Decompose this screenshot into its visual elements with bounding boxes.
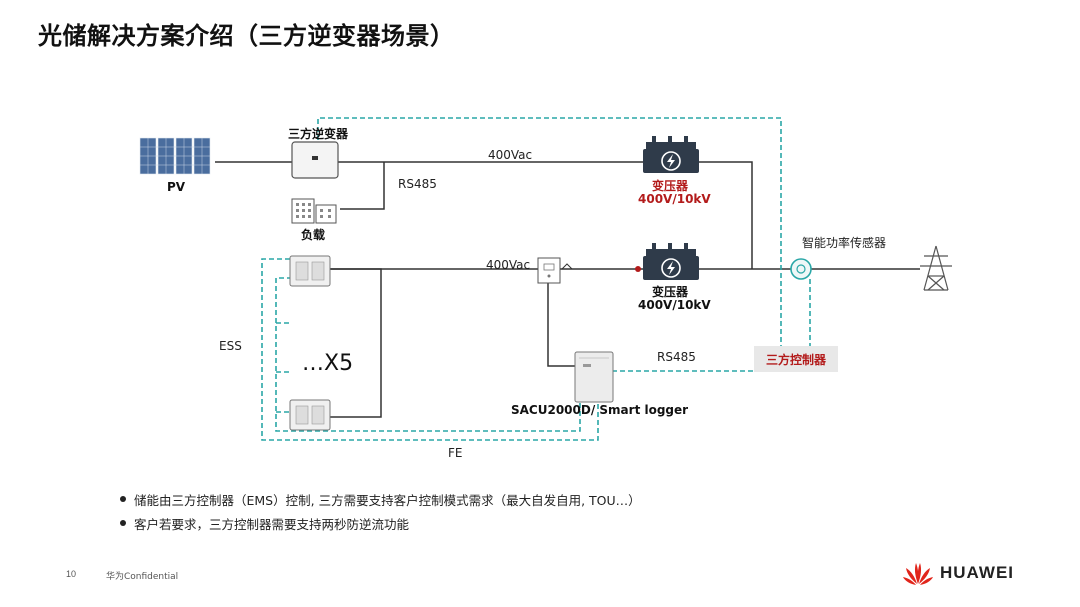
smart-logger-label: SACU2000D/ Smart logger bbox=[511, 403, 689, 417]
ess-cabinet-bottom-icon bbox=[289, 399, 331, 431]
transformer-mid-name: 变压器 bbox=[652, 285, 689, 299]
third-party-controller: 三方控制器 bbox=[754, 346, 838, 372]
inverter-label: 三方逆变器 bbox=[288, 127, 349, 141]
bullet-item: 客户若要求，三方控制器需要支持两秒防逆流功能 bbox=[120, 511, 641, 535]
load-label: 负载 bbox=[301, 228, 326, 242]
mid-voltage-label: 400Vac bbox=[486, 258, 531, 272]
load-line bbox=[340, 162, 385, 210]
inverter-to-controller-dashed bbox=[317, 117, 782, 346]
rs485-mid-label: RS485 bbox=[657, 350, 696, 364]
comm-lines bbox=[261, 117, 811, 441]
transformer-top-icon bbox=[643, 136, 699, 173]
page-number: 10 bbox=[66, 569, 77, 579]
transformer-mid-icon bbox=[643, 243, 699, 280]
power-lines bbox=[215, 161, 920, 418]
huawei-logo: HUAWEI bbox=[902, 560, 1014, 586]
transformer-top-to-bus-line bbox=[697, 161, 753, 269]
power-sensor-label: 智能功率传感器 bbox=[802, 236, 887, 250]
transformer-top-name: 变压器 bbox=[652, 179, 689, 193]
ess-label: ESS bbox=[219, 339, 242, 353]
bullet-list: 储能由三方控制器（EMS）控制, 三方需要支持客户控制模式需求（最大自发自用, … bbox=[120, 487, 641, 535]
transformer-top-rating: 400V/10kV bbox=[638, 192, 711, 206]
brand-name: HUAWEI bbox=[940, 563, 1014, 582]
bullet-dot-icon bbox=[120, 496, 126, 502]
ess-count-label: …X5 bbox=[302, 351, 354, 376]
rs485-top-label: RS485 bbox=[398, 177, 437, 191]
bullet-dot-icon bbox=[120, 520, 126, 526]
top-voltage-label: 400Vac bbox=[488, 148, 533, 162]
slide-title: 光储解决方案介绍（三方逆变器场景） bbox=[38, 22, 455, 50]
meter-to-logger-line bbox=[547, 283, 575, 367]
smart-logger-icon bbox=[574, 351, 614, 403]
load-building-icon bbox=[291, 198, 337, 224]
pv-label: PV bbox=[167, 180, 186, 194]
power-sensor-icon bbox=[790, 258, 812, 280]
transformer-mid-rating: 400V/10kV bbox=[638, 298, 711, 312]
confidential-label: 华为Confidential bbox=[106, 572, 179, 582]
grid-tower-icon bbox=[920, 245, 952, 291]
ess-cabinet-top-icon bbox=[289, 255, 331, 287]
fe-label: FE bbox=[448, 446, 463, 460]
ess-bus-line bbox=[330, 268, 382, 418]
fe-inner-dashed bbox=[275, 277, 581, 432]
meter-box-icon bbox=[537, 257, 573, 284]
connection-point-icon bbox=[635, 266, 641, 272]
huawei-flower-icon bbox=[903, 563, 933, 585]
pv-panel-icon bbox=[139, 137, 211, 175]
fe-outer-dashed bbox=[261, 258, 599, 441]
bullet-text: 客户若要求，三方控制器需要支持两秒防逆流功能 bbox=[134, 516, 410, 532]
bullet-text: 储能由三方控制器（EMS）控制, 三方需要支持客户控制模式需求（最大自发自用, … bbox=[134, 492, 641, 508]
bullet-item: 储能由三方控制器（EMS）控制, 三方需要支持客户控制模式需求（最大自发自用, … bbox=[120, 487, 641, 511]
controller-label: 三方控制器 bbox=[765, 352, 826, 367]
inverter-icon bbox=[291, 141, 339, 179]
